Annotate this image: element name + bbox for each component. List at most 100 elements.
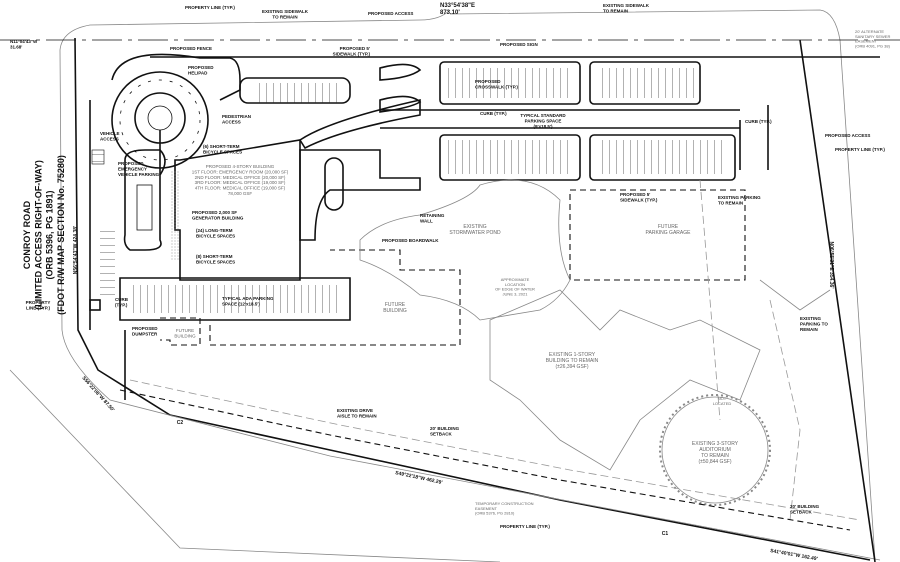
label-text: EXISTING DRIVE [337, 408, 373, 413]
label-property-line-n: PROPERTY LINE (TYP.) [185, 5, 235, 10]
label-bearing-s2: S56°22'08"W 87.50' [81, 375, 116, 413]
label-text: PROPOSED FENCE [170, 46, 212, 51]
label-text: 1ST FLOOR: EMERGENCY ROOM (20,000 SF) [192, 169, 289, 174]
label-text: (8) SHORT-TERM [196, 254, 233, 259]
label-text: 20' ALTERNATE [855, 29, 884, 34]
label-bearing-s3: S41°40'01"W 162.49' [770, 548, 818, 562]
label-proposed-access-e: PROPOSED ACCESS [825, 133, 870, 138]
label-text: SIDEWALK (TYP.) [333, 51, 371, 56]
label-text: PROPOSED [188, 65, 214, 70]
label-text: (±50,844 GSF) [698, 459, 731, 465]
label-text: PROPOSED SIGN [500, 42, 538, 47]
label-text: EXISTING [800, 316, 822, 321]
label-text: TO REMAIN [272, 14, 297, 19]
label-proposed-fence: PROPOSED FENCE [170, 46, 212, 51]
label-text: FUTURE [385, 302, 406, 308]
label-text: FUTURE [176, 328, 194, 333]
label-text: PROPOSED 2,000 SF [192, 210, 237, 215]
label-text: SETBACK [790, 509, 813, 514]
label-text: ACCESS [222, 119, 241, 124]
label-text: PROPOSED [475, 79, 501, 84]
label-text: SETBACK [430, 431, 453, 436]
label-text: TYPICAL STANDARD [520, 113, 566, 118]
label-text: (ORB 5376, PG 2810) [475, 511, 515, 516]
label-text: OF EDGE OF WATER [495, 287, 535, 292]
label-text: GENERATOR BUILDING [192, 215, 244, 220]
label-text: N11°04'43"W [10, 39, 38, 44]
label-text: REMAIN [800, 327, 818, 332]
label-text: VEHICLE PARKING [118, 172, 160, 177]
label-text: S41°40'01"W 162.49' [770, 548, 818, 562]
helipad-area [89, 53, 241, 330]
label-text: EXISTING SIDEWALK [603, 3, 650, 8]
label-text: EXISTING PARKING [718, 195, 761, 200]
label-text: FUTURE [658, 224, 679, 230]
label-text: HELIPAD [188, 70, 208, 75]
setback-lines [119, 379, 861, 531]
label-text: (FDOT R/W MAP SECTION No. 75280) [56, 155, 66, 315]
label-proposed-sign: PROPOSED SIGN [500, 42, 538, 47]
label-curb-2: CURB (TYP.) [745, 119, 772, 124]
label-bearing-e: N06°55'31"E 354.36' [828, 241, 834, 288]
label-text: CURB (TYP.) [480, 111, 507, 116]
label-proposed-sidewalk-n: PROPOSED 5'SIDEWALK (TYP.) [333, 46, 371, 56]
label-text: N06°55'31"E 354.36' [828, 241, 834, 288]
label-text: N56°54'43"W 424.38' [73, 226, 79, 274]
label-text: (ORB 4091, PG 38) [855, 43, 891, 48]
label-text: ACCESS [100, 136, 119, 141]
label-text: PROPOSED [118, 161, 144, 166]
label-text: CURB [115, 297, 129, 302]
label-text: WALL [420, 218, 433, 223]
label-bearing-w: N56°54'43"W 424.38' [73, 226, 79, 274]
label-text: SPACE (12'x18.5') [222, 301, 260, 306]
label-boardwalk: PROPOSED BOARDWALK [382, 238, 439, 243]
label-text: CROSSWALK (TYP.) [475, 84, 518, 89]
label-text: RETAINING [420, 213, 445, 218]
label-text: (24) LONG-TERM [196, 228, 233, 233]
label-text: C2 [177, 420, 184, 426]
label-text: SANITARY SEWER [855, 34, 890, 39]
label-curb-3: CURB(TYP.) [115, 297, 129, 307]
label-text: (LIMITED ACCESS RIGHT-OF-WAY) [33, 160, 43, 310]
label-text: BICYCLE SPACES [196, 233, 235, 238]
label-text: 20' BUILDING [430, 426, 460, 431]
label-curb-1: CURB (TYP.) [480, 111, 507, 116]
label-text: EXISTING SIDEWALK [262, 9, 309, 14]
label-property-line-s: PROPERTY LINE (TYP.) [500, 524, 550, 529]
label-text: (TYP.) [115, 302, 128, 307]
label-text: (ORB 5396, PG 1891) [45, 190, 55, 279]
label-text: BICYCLE SPACES [203, 149, 242, 154]
label-curve-c2: C2 [177, 420, 184, 426]
label-text: PARKING GARAGE [646, 230, 692, 236]
label-text: PROPOSED [132, 326, 158, 331]
label-text: EXISTING [463, 224, 486, 230]
label-bearing-nw: N11°04'43"W31.68' [10, 39, 38, 49]
label-text: LINE (TYP.) [26, 305, 50, 310]
label-text: EASEMENT [855, 39, 878, 44]
label-text: PROPERTY [26, 300, 51, 305]
label-text: AISLE TO REMAIN [337, 413, 377, 418]
label-text: BUILDING [174, 333, 196, 338]
